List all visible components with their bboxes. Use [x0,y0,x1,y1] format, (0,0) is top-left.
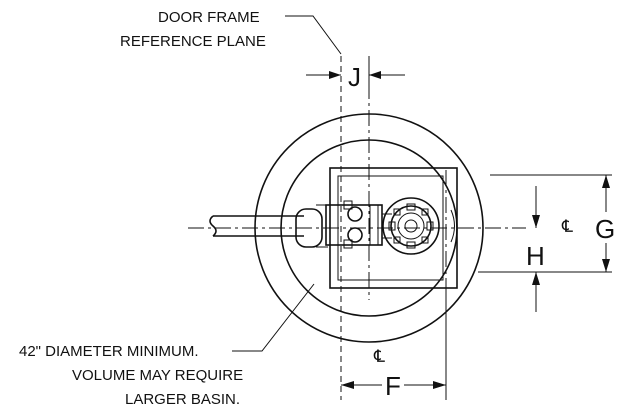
valve-assembly-body [325,204,383,246]
pump-head-inner [397,212,425,240]
f-arrow-left [341,381,354,389]
dimension-j-label: J [348,62,361,92]
basin-note-line2: VOLUME MAY REQUIRE [72,367,243,384]
bottom-centerline-symbol: ℄ [373,347,385,366]
valve-stem-upper [343,200,353,210]
j-arrow-right [369,71,381,79]
pump-head-bolts [388,203,434,249]
g-arrow-top [602,175,610,188]
pump-head-outer [382,197,440,255]
pump-side-arc [450,209,455,243]
door-frame-note-line1: DOOR FRAME [158,9,260,26]
h-arrow-upper [532,215,540,228]
valve-lower-handwheel [347,227,363,243]
dimension-f-label: F [385,371,401,401]
door-frame-note-line2: REFERENCE PLANE [120,33,266,50]
j-arrow-left [329,71,341,79]
f-arrow-right [433,381,446,389]
right-centerline-symbol: ℄ [561,217,573,236]
basin-note-leader [232,283,315,352]
door-frame-leader [285,15,342,55]
pipe-break-end [209,215,217,237]
dimension-g-label: G [595,214,615,244]
valve-upper-handwheel [347,206,363,222]
pump-head-hub [404,219,418,233]
basin-note-line1: 42" DIAMETER MINIMUM. [19,343,199,360]
dimension-h-label: H [526,241,545,271]
g-arrow-bottom [602,259,610,272]
valve-stem-lower [343,239,353,249]
basin-note-line3: LARGER BASIN. [125,391,240,408]
pump-head-ring [390,205,432,247]
h-arrow-lower [532,272,540,285]
pump-discharge-elbow [382,213,392,239]
check-valve-body [295,208,323,248]
